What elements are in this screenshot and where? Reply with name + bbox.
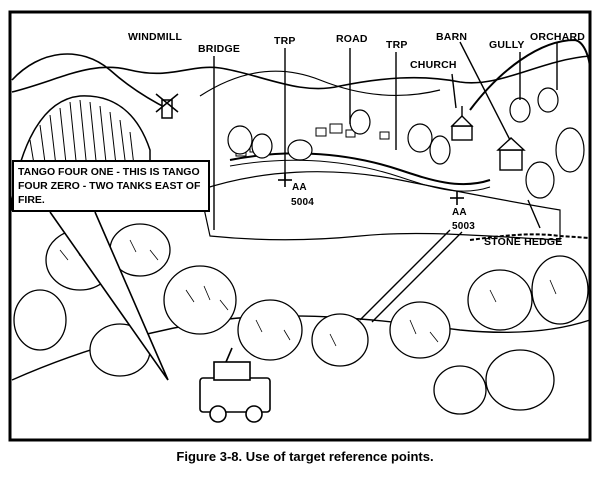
vehicle-icon — [199, 347, 271, 423]
label-barn: BARN — [436, 31, 468, 43]
valley-field — [199, 171, 561, 241]
foreground-trees — [13, 223, 589, 415]
road-edge — [229, 159, 491, 192]
label-windmill: WINDMILL — [128, 31, 183, 43]
label-leaders — [213, 41, 558, 230]
mountain-left — [11, 53, 171, 111]
target-point-5003-marker — [450, 191, 464, 205]
callout-pointer — [49, 211, 169, 381]
label-church: CHURCH — [410, 59, 457, 71]
figure-caption: Figure 3-8. Use of target reference poin… — [176, 449, 434, 464]
label-orchard: ORCHARD — [530, 31, 586, 43]
mountain-right — [469, 38, 591, 111]
label-gully: GULLY — [489, 39, 525, 51]
far-ridge — [199, 70, 441, 97]
target-point-5004-marker — [278, 173, 292, 187]
label-stone-hedge: STONE HEDGE — [484, 236, 563, 248]
radio-message-callout: TANGO FOUR ONE - THIS IS TANGO FOUR ZERO… — [12, 160, 210, 212]
label-trp-left: TRP — [274, 35, 296, 47]
label-trp-right: TRP — [386, 39, 408, 51]
label-road: ROAD — [336, 33, 368, 45]
label-aa-5003: AA — [452, 207, 467, 218]
road-to-foreground — [359, 229, 463, 323]
distant-hills — [11, 55, 591, 93]
label-aa-5003-number: 5003 — [452, 221, 476, 232]
label-aa-5004: AA — [292, 182, 307, 193]
church-icon — [450, 106, 474, 141]
barn-icon — [496, 137, 526, 171]
label-aa-5004-number: 5004 — [291, 197, 315, 208]
windmill-icon — [155, 93, 179, 119]
midground-trees — [227, 87, 585, 199]
label-bridge: BRIDGE — [198, 43, 241, 55]
stone-hedge — [469, 233, 591, 241]
road — [229, 152, 491, 186]
radio-message-text: TANGO FOUR ONE - THIS IS TANGO FOUR ZERO… — [18, 166, 201, 206]
